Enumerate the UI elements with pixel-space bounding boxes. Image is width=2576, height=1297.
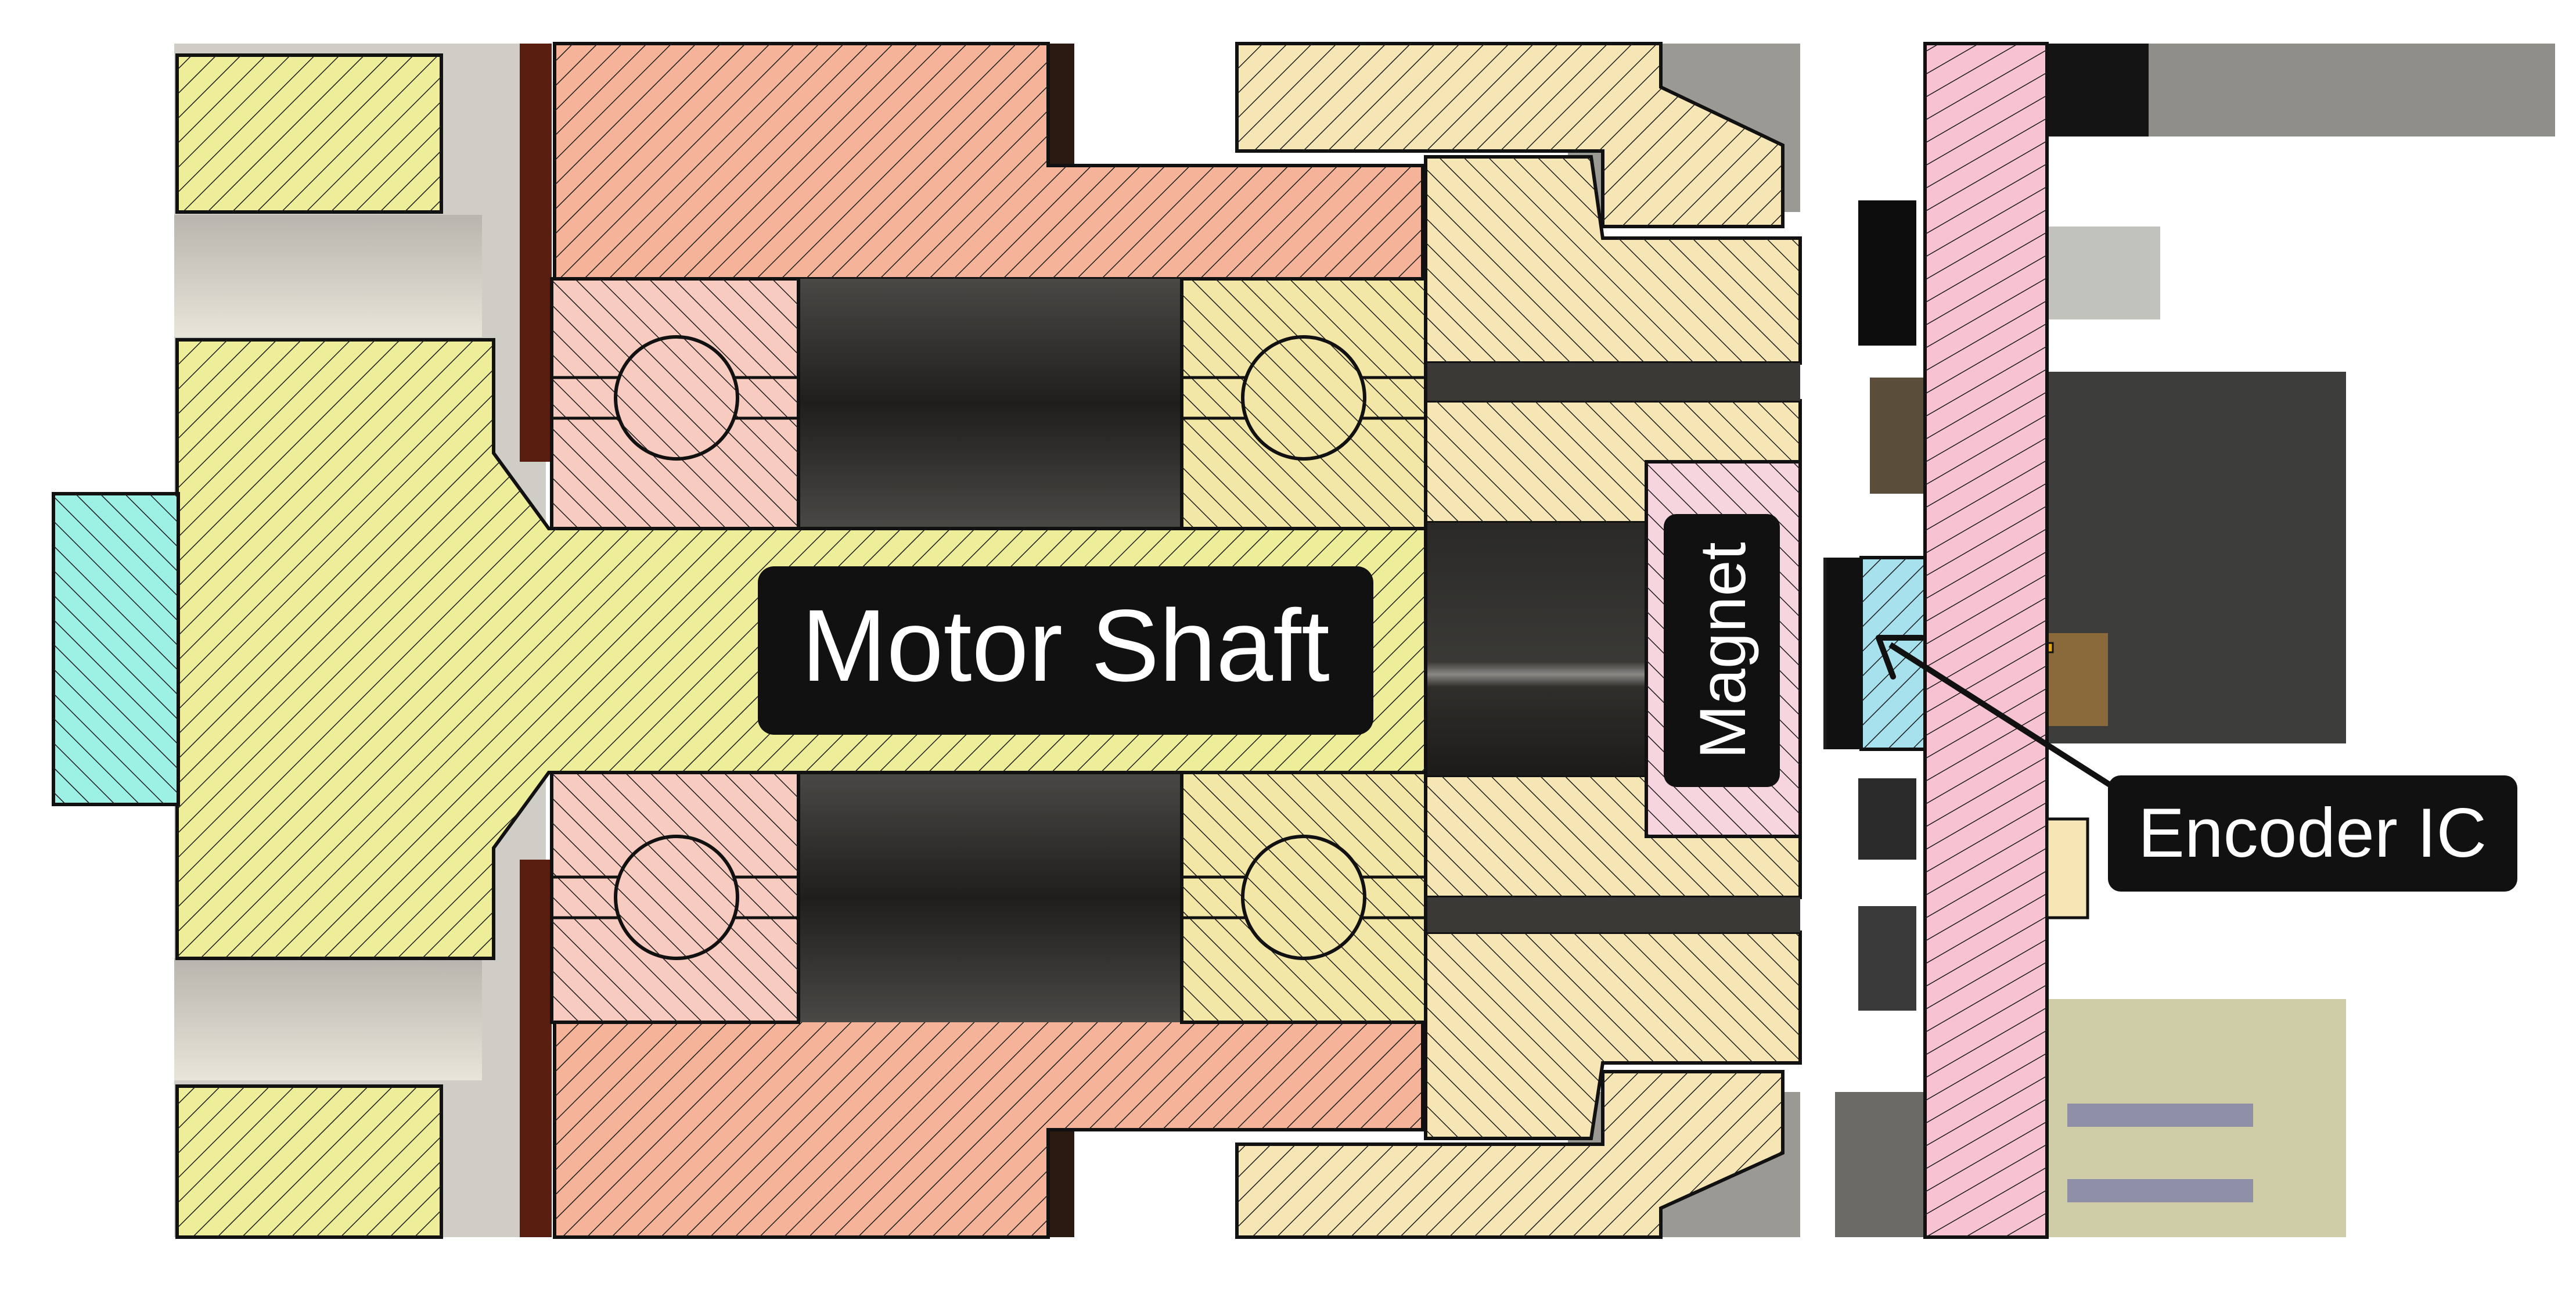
pcb-component-right-cap (2044, 633, 2108, 726)
cap-bottom-hatch (1426, 932, 1800, 1138)
rotor-block-bottom-hatch (177, 1086, 441, 1237)
sleeve-top-outer-hatch (1237, 44, 1783, 227)
bearings (550, 277, 1427, 1024)
label-magnet-text: Magnet (1686, 542, 1759, 759)
pcb-board-hatch (1925, 44, 2047, 1237)
pcb-pin-b (2067, 1179, 2253, 1202)
bearing-right-top (1180, 277, 1427, 530)
shaft-end-cap-hatch (53, 494, 178, 804)
pcb-component-left-d (1858, 906, 1916, 1011)
pcb-component-left-e (1835, 1092, 1928, 1237)
holder-gap-bottom (1426, 897, 1800, 932)
label-motor-shaft: Motor Shaft (758, 566, 1373, 735)
label-motor-shaft-bg (758, 566, 1373, 735)
left-grey-stripe-bottom (174, 958, 482, 1080)
pcb-component-side (1858, 200, 1916, 346)
pcb-component-left-a (1870, 378, 1925, 494)
pcb-component-small (2044, 227, 2160, 319)
bearing-housing (553, 42, 1424, 1239)
shaft-bore (1426, 523, 1652, 775)
bearing-left-bottom (550, 771, 800, 1024)
pcb-tab (2045, 817, 2089, 919)
encoder-chip-shadow (1826, 558, 1861, 749)
sleeve-bottom-outer-hatch (1237, 1072, 1783, 1237)
dark-rotor-edge-bottom (520, 860, 552, 1237)
housing-bottom-hatch (555, 1019, 1423, 1237)
rotor-yellow-parts (175, 53, 443, 1239)
pcb-component-black-top (2044, 44, 2149, 136)
pcb-component-left-c (1858, 778, 1916, 860)
bearing-right-bottom (1180, 771, 1427, 1024)
label-magnet-bg (1664, 514, 1780, 787)
encoder-leader-line (1888, 642, 2124, 796)
dark-rotor-edge-top (520, 44, 552, 462)
encoder-leader-arrowhead (1876, 635, 1925, 680)
label-magnet: Magnet (1664, 514, 1780, 787)
label-encoder-ic-bg (2108, 775, 2517, 892)
bearing-spacer-void-bottom (798, 773, 1182, 1022)
label-encoder-ic: Encoder IC (1876, 635, 2517, 892)
left-grey-stripe-top (174, 215, 482, 337)
pcb-pin-a (2067, 1104, 2253, 1127)
bearing-left-top (550, 277, 800, 530)
label-motor-shaft-text: Motor Shaft (801, 589, 1330, 703)
bearing-spacer-void-top (798, 279, 1182, 529)
encoder-ic-hatch (1861, 558, 1925, 749)
label-encoder-ic-text: Encoder IC (2138, 794, 2487, 872)
holder-gap-top (1426, 363, 1800, 401)
housing-top-hatch (555, 44, 1423, 279)
cap-top-hatch (1426, 157, 1800, 363)
rotor-block-top-hatch (177, 55, 441, 212)
